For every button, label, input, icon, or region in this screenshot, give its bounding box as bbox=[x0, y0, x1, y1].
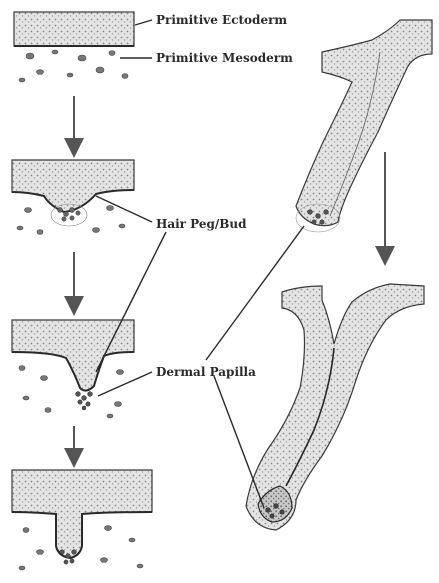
leader-line bbox=[135, 20, 152, 25]
right-top-follicle bbox=[296, 20, 432, 232]
label-primitive-mesoderm: Primitive Mesoderm bbox=[156, 51, 293, 65]
leader-line bbox=[214, 376, 264, 508]
leader-line bbox=[96, 196, 152, 222]
stage-3-invagination bbox=[12, 320, 134, 418]
ectoderm-layer bbox=[12, 320, 134, 391]
stage-2-hair-peg bbox=[12, 160, 134, 235]
stage-4-hair-peg-bulb bbox=[12, 470, 152, 570]
label-dermal-papilla: Dermal Papilla bbox=[156, 365, 256, 379]
right-bottom-follicle bbox=[246, 284, 424, 530]
label-primitive-ectoderm: Primitive Ectoderm bbox=[156, 13, 287, 27]
leader-line bbox=[98, 372, 152, 396]
mesoderm-cells bbox=[19, 50, 128, 82]
leader-lines bbox=[96, 20, 304, 508]
follicle-body bbox=[296, 20, 432, 226]
dermal-papilla-cluster bbox=[76, 392, 93, 410]
ectoderm-layer bbox=[14, 12, 134, 46]
stage-1-flat-ectoderm bbox=[14, 12, 134, 82]
label-hair-peg-bud: Hair Peg/Bud bbox=[156, 217, 247, 231]
